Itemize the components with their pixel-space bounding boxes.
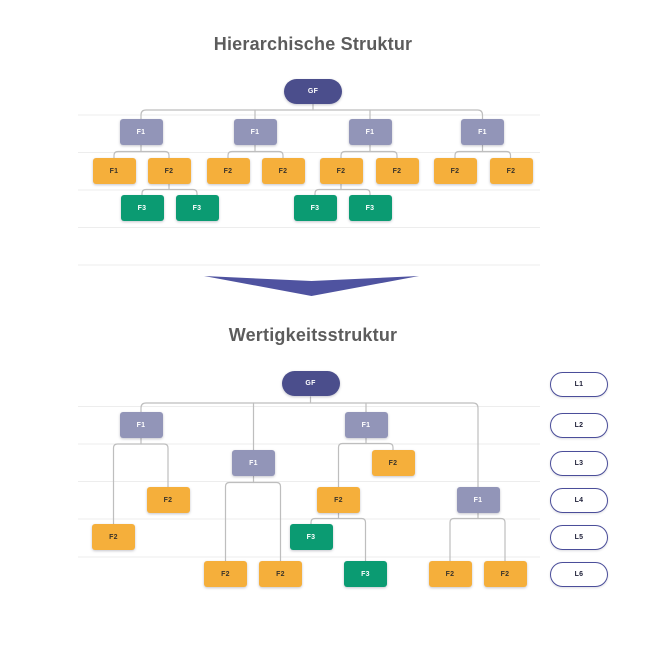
org-node-f1: F1 — [461, 119, 504, 145]
level-pill-l5: L5 — [550, 524, 608, 550]
org-node-f1: F1 — [232, 450, 275, 476]
org-node-f1: F1 — [344, 412, 388, 438]
org-node-f3: F3 — [293, 195, 337, 221]
top-chart-title: Hierarchische Struktur — [213, 34, 413, 54]
org-node-f2: F2 — [433, 158, 477, 184]
org-node-f1-yellow: F1 — [92, 158, 136, 184]
org-node-f1: F1 — [348, 119, 392, 145]
level-pill-l1: L1 — [550, 371, 608, 397]
org-node-gf: GF — [281, 371, 340, 396]
level-pill-l2: L2 — [550, 412, 608, 438]
level-pill-l6: L6 — [550, 561, 608, 587]
org-node-f2: F2 — [317, 487, 360, 513]
org-node-f3: F3 — [344, 561, 387, 587]
level-pill-l4: L4 — [550, 487, 608, 513]
top-chart-connectors — [113, 103, 512, 196]
org-node-f2: F2 — [204, 561, 247, 587]
down-arrow-icon — [204, 276, 419, 296]
org-node-f1: F1 — [233, 119, 277, 145]
bottom-chart-connectors — [112, 396, 506, 562]
org-node-gf: GF — [284, 79, 342, 104]
org-node-f1: F1 — [119, 412, 163, 438]
org-node-f2: F2 — [261, 158, 305, 184]
org-node-f2: F2 — [375, 158, 419, 184]
level-pill-l3: L3 — [550, 450, 608, 476]
org-node-f3: F3 — [175, 195, 219, 221]
org-node-f3: F3 — [120, 195, 164, 221]
org-node-f2: F2 — [319, 158, 363, 184]
org-node-f2: F2 — [428, 561, 472, 587]
org-node-f3: F3 — [289, 524, 333, 550]
org-node-f2: F2 — [489, 158, 533, 184]
org-node-f2: F2 — [259, 561, 302, 587]
org-node-f2: F2 — [371, 450, 415, 476]
org-node-f2: F2 — [92, 524, 135, 550]
org-node-f2: F2 — [147, 158, 191, 184]
org-node-f2: F2 — [483, 561, 527, 587]
org-node-f1: F1 — [456, 487, 500, 513]
org-node-f2: F2 — [206, 158, 250, 184]
bottom-chart-title: Wertigkeitsstruktur — [228, 325, 398, 345]
org-node-f2: F2 — [146, 487, 190, 513]
org-node-f3: F3 — [348, 195, 392, 221]
org-node-f1: F1 — [119, 119, 163, 145]
